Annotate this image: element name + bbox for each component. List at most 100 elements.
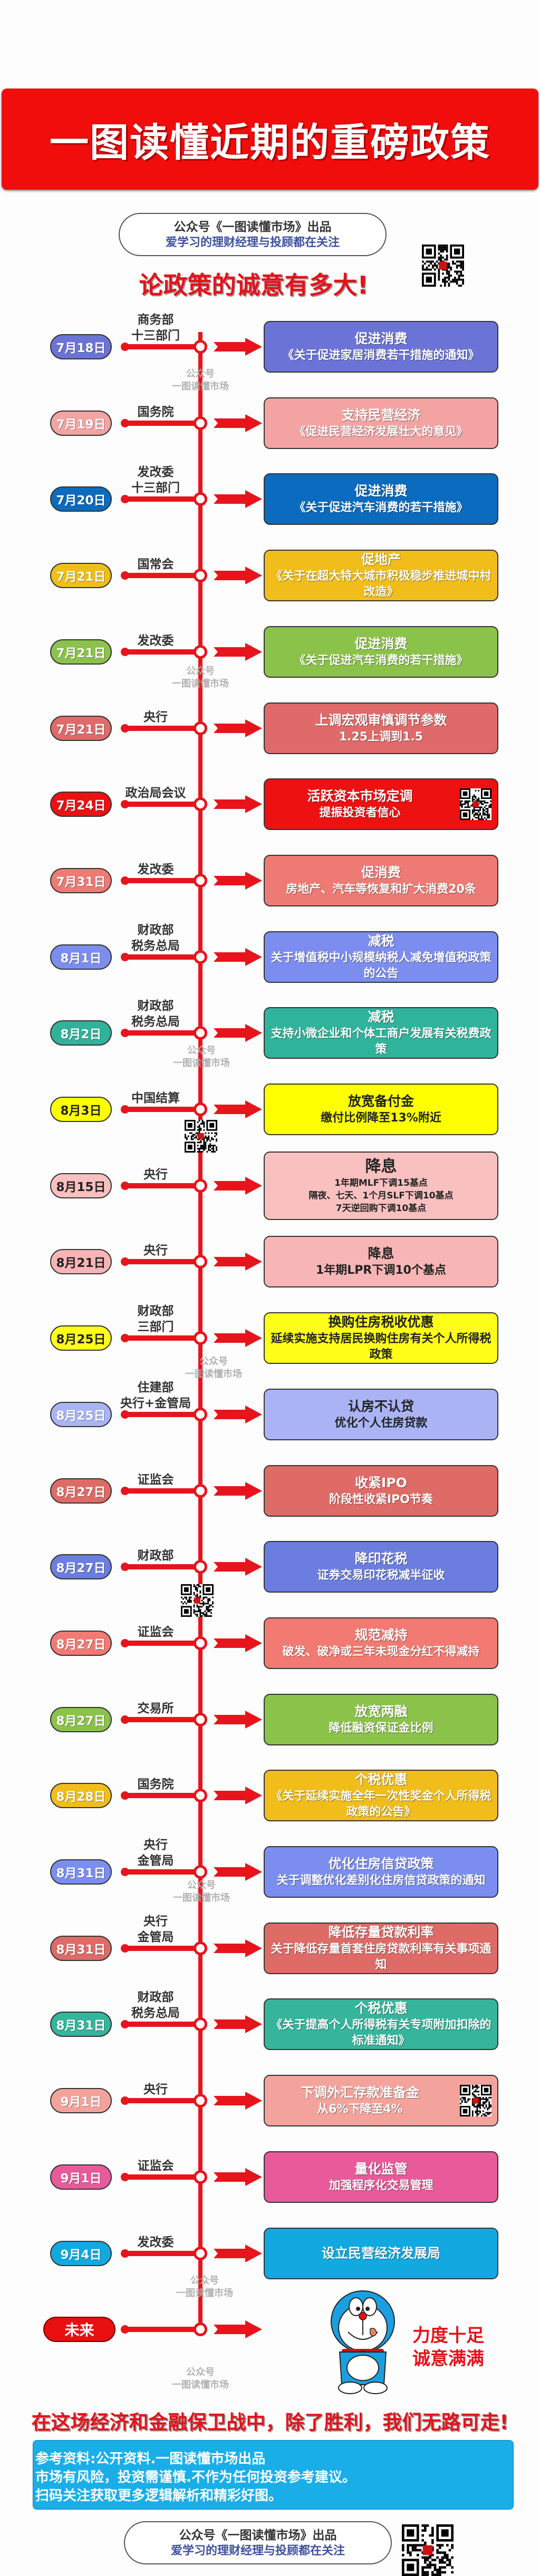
policy-detail: 《关于促进汽车消费的若干措施》: [294, 654, 468, 667]
policy-detail: 延续实施支持居民换购住房有关个人所得税政策: [271, 1332, 491, 1361]
policy-card: 个税优惠《关于延续实施全年一次性奖金个人所得税政策的公告》: [264, 1770, 498, 1821]
date-pill: 8月27日: [50, 1707, 112, 1732]
timeline-node: [194, 950, 207, 964]
department-label: 国常会: [103, 557, 208, 572]
timeline-node: [194, 2094, 207, 2107]
date-pill: 8月27日: [50, 1478, 112, 1504]
policy-detail: 《关于提高个人所得税有关专项附加扣除的标准通知》: [271, 2018, 491, 2047]
policy-title: 减税: [368, 933, 394, 949]
policy-card: 量化监管加强程序化交易管理: [264, 2151, 498, 2203]
connector-line: [124, 1488, 195, 1494]
watermark-line2: 一图读懂市场: [172, 2379, 229, 2390]
department-label: 财政部税务总局: [103, 1989, 208, 2021]
policy-detail: 加强程序化交易管理: [329, 2179, 433, 2192]
department-line: 商务部: [137, 313, 174, 327]
qr-code-icon: [181, 1584, 214, 1617]
watermark-line1: 公众号: [186, 2367, 215, 2378]
brand-line2: 爱学习的理财经理与投顾都在关注: [165, 236, 340, 249]
policy-detail: 《关于在超大特大城市积极稳步推进城中村改造》: [271, 570, 491, 599]
date-pill: 9月4日: [50, 2241, 112, 2266]
date-pill: 8月27日: [50, 1554, 112, 1579]
department-label: 国务院: [103, 404, 208, 420]
policy-title: 促消费: [361, 865, 401, 880]
policy-title: 个税优惠: [354, 2001, 408, 2016]
department-line: 十三部门: [131, 329, 180, 343]
policy-card: 降印花税证券交易印花税减半征收: [264, 1541, 498, 1593]
timeline-node: [194, 1941, 207, 1955]
connector-line: [124, 2251, 195, 2256]
department-line: 税务总局: [131, 939, 180, 953]
date-pill: 7月24日: [50, 792, 112, 817]
department-line: 发改委: [137, 2236, 174, 2249]
date-pill: 8月25日: [50, 1402, 112, 1427]
department-line: 财政部: [137, 1990, 174, 2004]
brand-pill-top: 公众号《一图读懂市场》出品 爱学习的理财经理与投顾都在关注: [119, 213, 387, 256]
timeline-node: [194, 797, 207, 811]
department-line: 央行: [143, 1244, 168, 1257]
policy-detail: 关于降低存量首套住房贷款利率有关事项通知: [271, 1943, 491, 1972]
connector-line: [124, 1412, 195, 1417]
policy-card: 支持民营经济《促进民营经济发展壮大的意见》: [264, 397, 498, 449]
arrow-right-icon: [214, 1634, 262, 1652]
department-line: 央行+金管局: [120, 1397, 191, 1410]
watermark-line1: 公众号: [187, 1880, 216, 1891]
arrow-right-icon: [214, 1558, 262, 1576]
watermark-line2: 一图读懂市场: [176, 2288, 233, 2299]
policy-card: 促消费房地产、汽车等恢复和扩大消费20条: [264, 855, 498, 906]
arrow-right-icon: [214, 490, 262, 508]
timeline-node: [194, 1255, 207, 1269]
policy-title: 优化住房信贷政策: [328, 1856, 434, 1871]
timeline-node: [194, 1560, 207, 1574]
timeline-node: [194, 1331, 207, 1345]
timeline-node: [194, 340, 207, 354]
connector-line: [124, 1107, 195, 1112]
department-label: 央行金管局: [103, 1914, 208, 1945]
timeline-node: [194, 721, 207, 735]
connector-line: [124, 1335, 195, 1341]
reference-box: 参考资料:公开资料.一图读懂市场出品 市场有风险，投资需谨慎.不作为任何投资参考…: [33, 2440, 514, 2510]
policy-title: 降印花税: [354, 1551, 408, 1566]
connector-line: [124, 1030, 195, 1036]
future-pill: 未来: [43, 2317, 115, 2342]
department-label: 证监会: [103, 1624, 208, 1640]
policy-card: 减税关于增值税中小规模纳税人减免增值税政策的公告: [264, 931, 498, 983]
connector-line: [124, 421, 195, 426]
timeline-node: [194, 569, 207, 582]
policy-title: 促地产: [361, 552, 401, 567]
policy-title: 上调宏观审慎调节参数: [315, 713, 447, 728]
arrow-right-icon: [214, 948, 262, 966]
policy-detail: 缴付比例降至13%附近: [321, 1111, 441, 1125]
arrow-right-icon: [214, 2015, 262, 2033]
arrow-right-icon: [214, 1711, 262, 1729]
date-pill: 8月25日: [50, 1325, 112, 1351]
department-line: 住建部: [137, 1381, 174, 1394]
watermark-line1: 公众号: [190, 2275, 219, 2286]
arrow-right-icon: [214, 1482, 262, 1500]
arrow-right-icon: [214, 1177, 262, 1195]
policy-detail: 降低融资保证金比例: [329, 1722, 433, 1735]
watermark-line1: 公众号: [199, 1356, 228, 1367]
timeline-node: [194, 1026, 207, 1040]
connector-line: [124, 1869, 195, 1875]
watermark: 公众号一图读懂市场: [163, 368, 237, 393]
department-line: 央行: [143, 2083, 168, 2096]
policy-detail: 1年期MLF下调15基点: [334, 1178, 428, 1188]
date-pill: 8月3日: [50, 1097, 112, 1122]
timeline-node: [194, 1713, 207, 1726]
policy-detail: 《关于促进汽车消费的若干措施》: [294, 501, 468, 514]
department-label: 证监会: [103, 1472, 208, 1488]
department-line: 金管局: [137, 1930, 174, 1944]
policy-title: 促进消费: [354, 331, 408, 346]
arrow-right-icon: [214, 1787, 262, 1804]
connector-line: [124, 649, 195, 655]
connector-line: [124, 2174, 195, 2180]
department-label: 商务部十三部门: [103, 312, 208, 344]
date-pill: 8月1日: [50, 944, 112, 970]
department-line: 证监会: [137, 1473, 174, 1487]
arrow-right-icon: [214, 1024, 262, 1042]
department-label: 证监会: [103, 2158, 208, 2174]
department-line: 证监会: [137, 1625, 174, 1639]
watermark-line2: 一图读懂市场: [172, 678, 229, 689]
